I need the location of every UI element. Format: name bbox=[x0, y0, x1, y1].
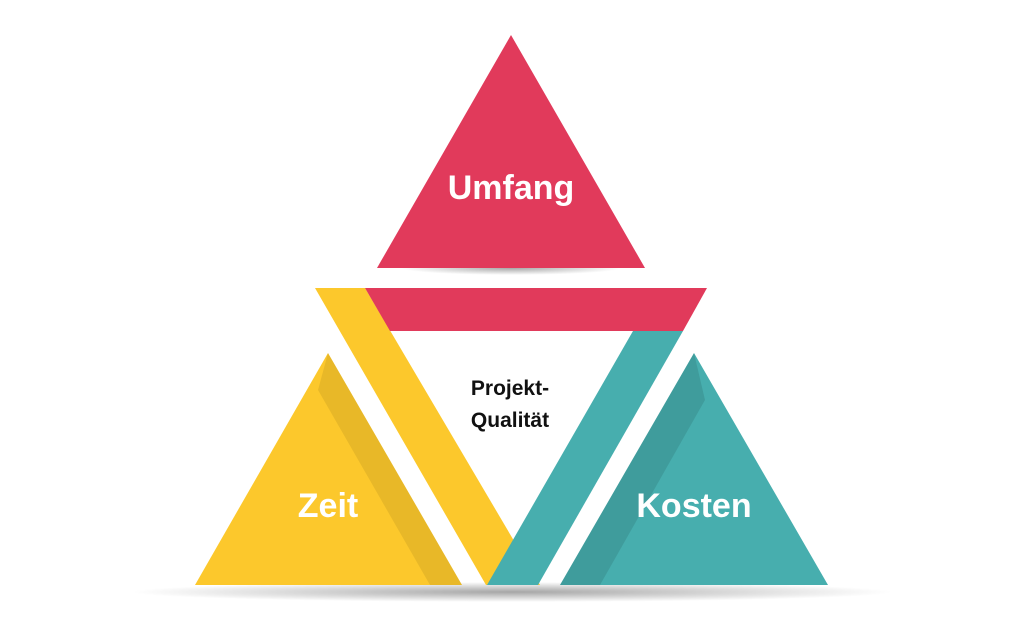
center-label-line1: Projekt- bbox=[471, 377, 549, 400]
zeit-band bbox=[315, 288, 540, 585]
kosten-triangle bbox=[560, 353, 828, 585]
center-label-line2: Qualität bbox=[471, 409, 549, 432]
umfang-triangle bbox=[377, 35, 645, 268]
kosten-label: Kosten bbox=[636, 487, 751, 525]
zeit-label: Zeit bbox=[298, 487, 358, 525]
ground-shadow bbox=[132, 582, 892, 602]
umfang-label: Umfang bbox=[448, 169, 575, 207]
umfang-band bbox=[365, 288, 707, 331]
zeit-triangle-shade bbox=[318, 353, 462, 585]
kosten-band bbox=[487, 331, 683, 585]
zeit-triangle bbox=[195, 353, 462, 585]
kosten-triangle-shade bbox=[560, 353, 705, 585]
